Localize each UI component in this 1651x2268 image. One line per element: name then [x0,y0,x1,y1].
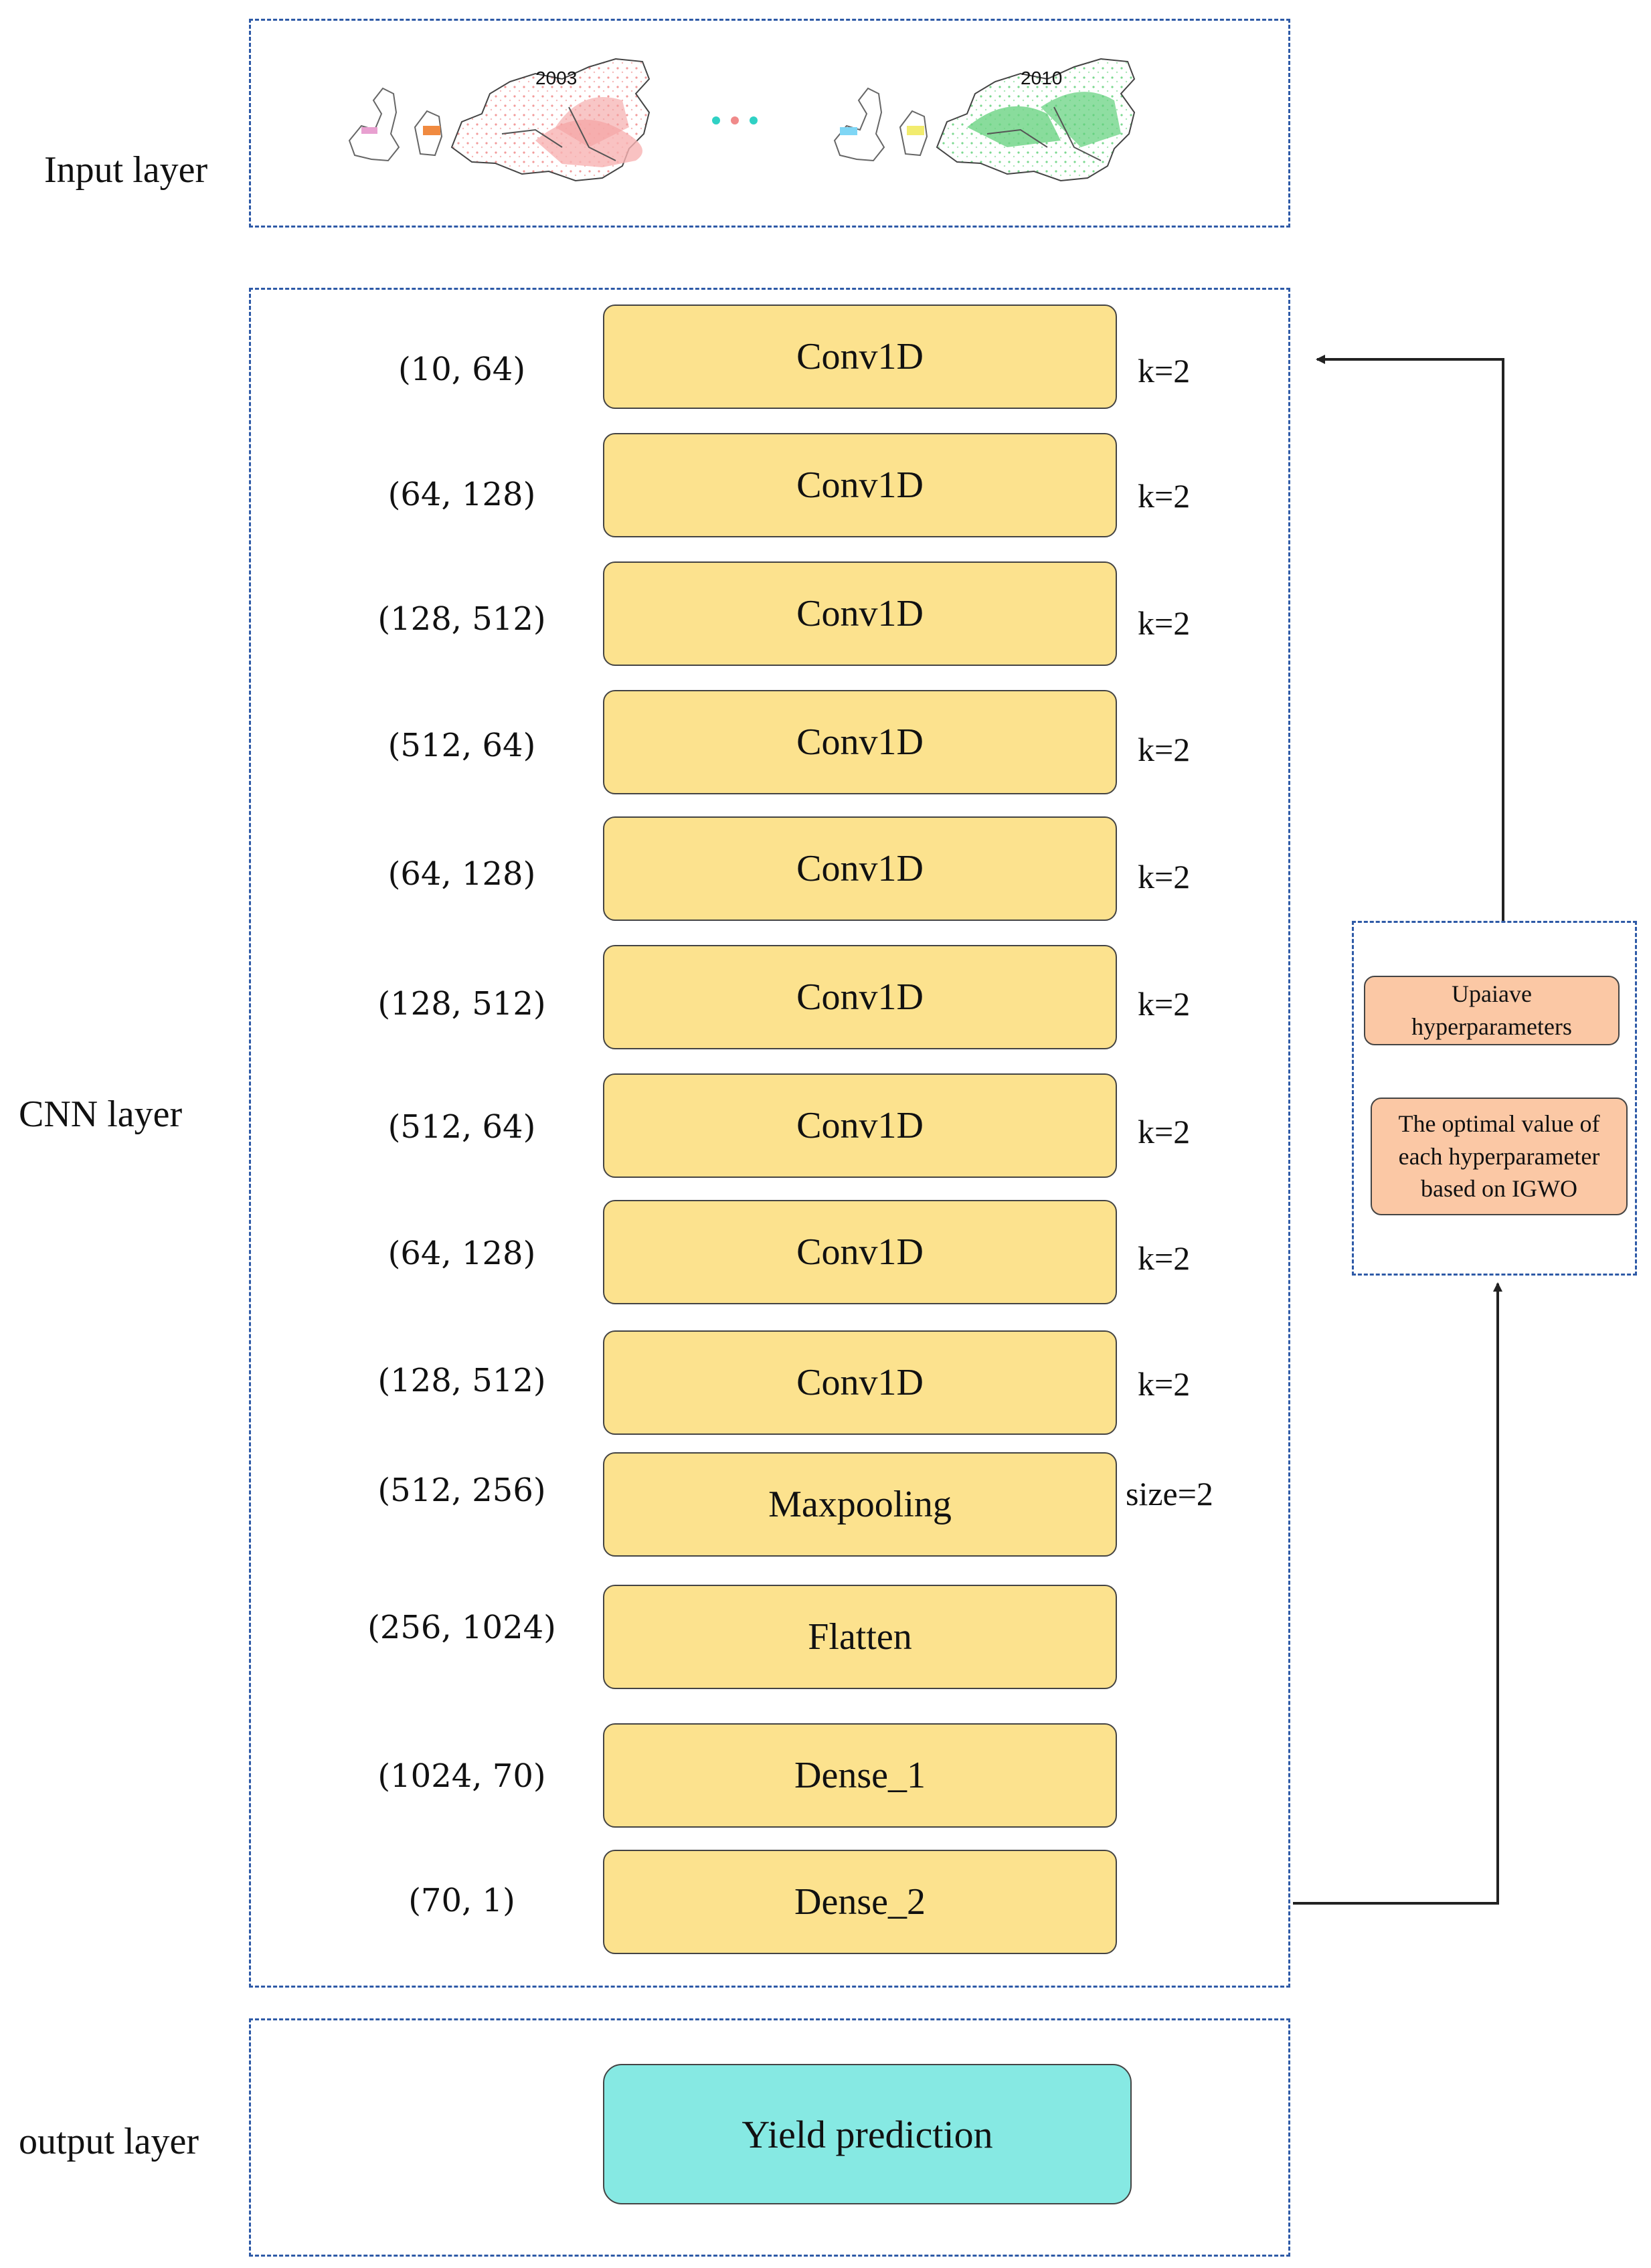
layer-shape: (128, 512) [377,1362,546,1399]
layer-param: k=2 [1138,731,1191,768]
output-layer-frame [249,2018,1290,2257]
layer-box-conv1d: Conv1D [603,304,1117,409]
arrow-dense2-to-panel [1293,1282,1502,1905]
map-2003: 2003 [348,58,650,182]
input-maps: 2003 2010 [348,58,1136,182]
layer-box-conv1d: Conv1D [603,690,1117,794]
update-hyperparameters-box: Upaiave hyperparameters [1364,976,1620,1045]
map-year-2010: 2010 [1021,68,1062,88]
hyperparameter-frame [1352,921,1637,1276]
layer-box-conv1d: Conv1D [603,1073,1117,1178]
layer-shape: (10, 64) [398,351,526,388]
ellipsis-dot [750,116,758,124]
layer-box-dense-1: Dense_1 [603,1723,1117,1828]
layer-shape: (512, 64) [387,1108,536,1146]
layer-shape: (512, 256) [377,1472,546,1509]
cnn-layer-label: CNN layer [19,1094,183,1135]
layer-param: k=2 [1138,1365,1191,1403]
layer-param: k=2 [1138,1113,1191,1150]
layer-shape: (64, 128) [387,1235,536,1272]
layer-shape: (64, 128) [387,476,536,513]
layer-shape: (128, 512) [377,985,546,1023]
layer-param: k=2 [1138,352,1191,389]
layer-box-flatten: Flatten [603,1585,1117,1689]
input-layer-frame [249,19,1290,228]
layer-box-conv1d: Conv1D [603,1330,1117,1435]
optimal-hyperparameter-box: The optimal value of each hyperparameter… [1371,1098,1628,1215]
map-2010: 2010 [833,58,1136,182]
layer-shape: (70, 1) [408,1882,515,1919]
layer-param: k=2 [1138,985,1191,1023]
layer-box-conv1d: Conv1D [603,1200,1117,1304]
layer-param: k=2 [1138,477,1191,515]
layer-shape: (512, 64) [387,727,536,764]
layer-box-conv1d: Conv1D [603,816,1117,921]
layer-param: k=2 [1138,858,1191,895]
layer-box-conv1d: Conv1D [603,561,1117,666]
ellipsis-dot [712,116,720,124]
layer-param: k=2 [1138,604,1191,642]
input-layer-label: Input layer [44,149,208,191]
yield-prediction-box: Yield prediction [603,2064,1132,2204]
layer-param: size=2 [1126,1475,1213,1512]
output-layer-label: output layer [19,2121,199,2162]
layer-box-maxpooling: Maxpooling [603,1452,1117,1557]
layer-box-dense-2: Dense_2 [603,1850,1117,1954]
layer-shape: (1024, 70) [377,1757,546,1795]
cnn-layer-frame [249,288,1290,1988]
layer-box-conv1d: Conv1D [603,945,1117,1049]
layer-shape: (128, 512) [377,600,546,638]
layer-shape: (64, 128) [387,855,536,893]
layer-shape: (256, 1024) [367,1609,556,1646]
map-year-2003: 2003 [535,68,577,88]
ellipsis-dot [731,116,739,124]
layer-param: k=2 [1138,1239,1191,1277]
arrow-panel-to-cnn [1316,355,1504,921]
layer-box-conv1d: Conv1D [603,433,1117,537]
